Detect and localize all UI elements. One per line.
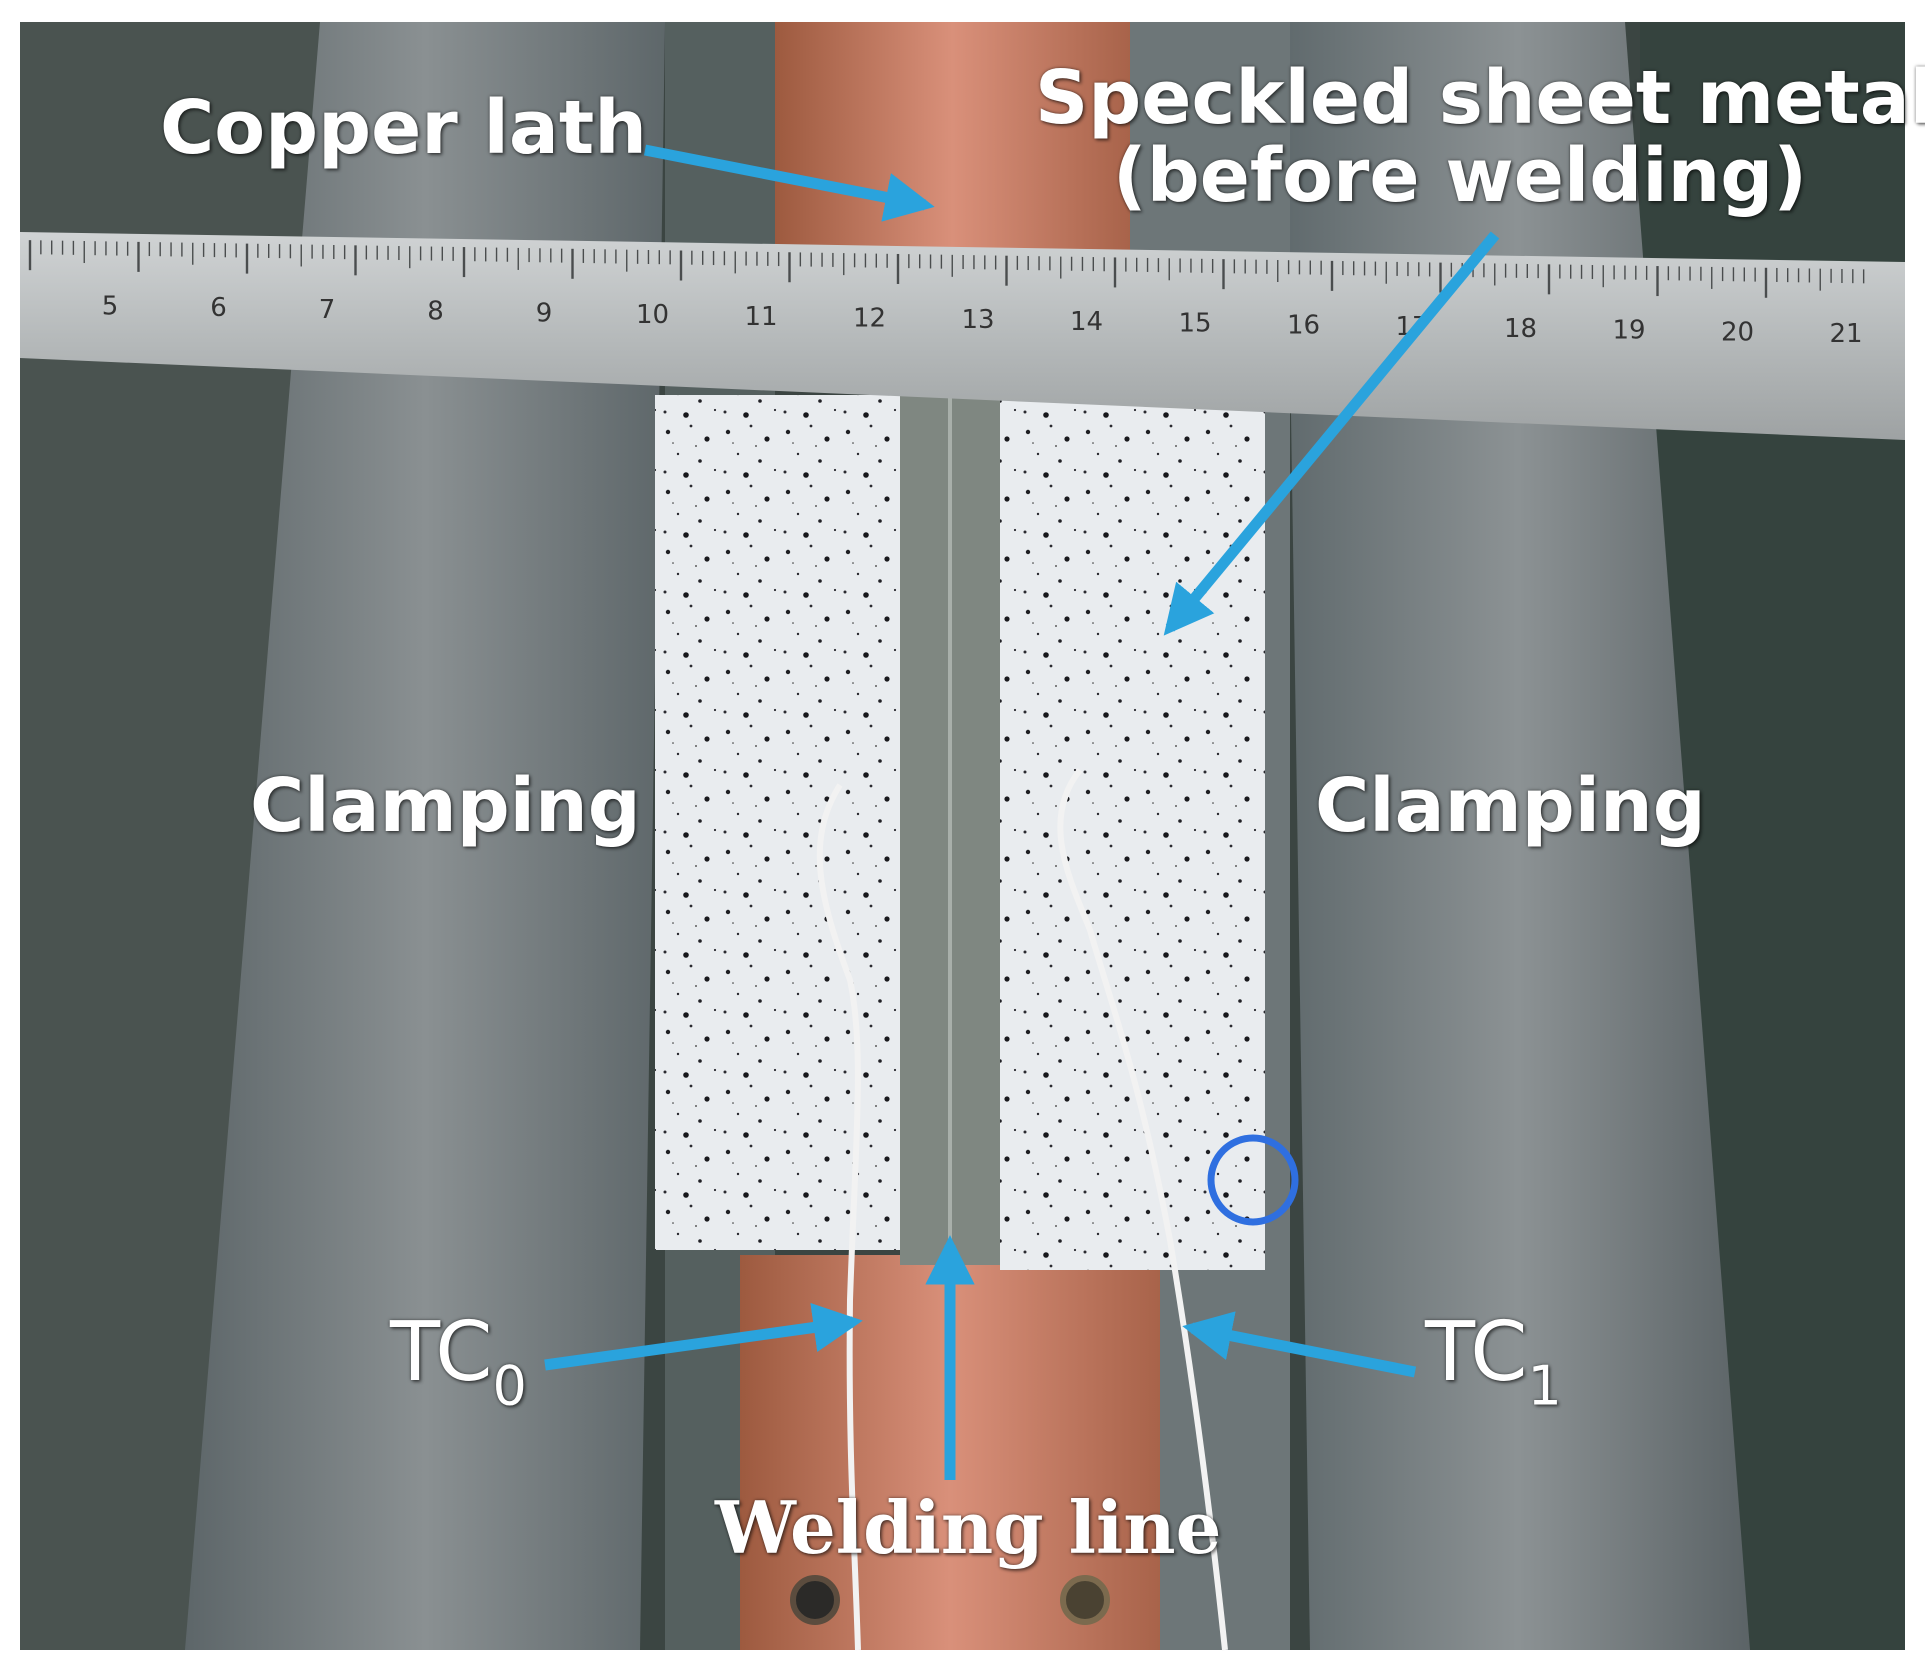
label-tc0: TC0 xyxy=(390,1309,527,1418)
label-tc0-sub: 0 xyxy=(492,1354,527,1418)
label-tc0-main: TC xyxy=(390,1305,493,1400)
left-clamping-bar xyxy=(185,22,665,1650)
ruler-number: 12 xyxy=(853,304,886,334)
label-speckled-sheet: Speckled sheet metal (before welding) xyxy=(1035,55,1925,219)
ruler-number: 14 xyxy=(1070,307,1103,337)
ruler-number: 21 xyxy=(1829,319,1862,349)
label-clamping-left: Clamping xyxy=(250,763,641,849)
blue-marker-circle xyxy=(1207,1134,1299,1226)
ruler-number: 16 xyxy=(1287,310,1320,340)
thermocouple-wire-tc0 xyxy=(816,783,861,1651)
copper-lath-top xyxy=(775,22,1130,252)
ruler-number: 19 xyxy=(1612,316,1645,346)
ruler-number: 9 xyxy=(536,298,553,328)
label-speckled-sheet-line2: (before welding) xyxy=(1112,132,1808,219)
ruler xyxy=(20,232,1905,440)
ruler-number: 11 xyxy=(744,302,777,332)
bolt-left xyxy=(790,1575,840,1625)
label-speckled-sheet-line1: Speckled sheet metal xyxy=(1035,55,1925,141)
ruler-number: 5 xyxy=(102,291,119,321)
thermocouple-wire-tc1 xyxy=(1057,768,1228,1651)
label-clamping-right: Clamping xyxy=(1315,763,1706,849)
ruler-number: 15 xyxy=(1178,309,1211,339)
ruler-number: 13 xyxy=(961,305,994,335)
right-clamping-bar xyxy=(1285,22,1750,1650)
label-tc1-main: TC xyxy=(1425,1305,1528,1400)
label-tc1: TC1 xyxy=(1425,1309,1562,1418)
arrow-speckled-sheet xyxy=(1163,231,1500,636)
speckled-sheet-right xyxy=(1000,395,1265,1270)
ruler-number: 18 xyxy=(1504,314,1537,344)
speckled-sheet-left xyxy=(655,395,900,1250)
ruler-number: 10 xyxy=(636,300,669,330)
label-copper-lath: Copper lath xyxy=(160,85,647,171)
arrow-tc0 xyxy=(544,1302,863,1371)
ruler-number: 6 xyxy=(210,293,227,323)
ruler-number: 7 xyxy=(319,295,336,325)
bolt-right xyxy=(1060,1575,1110,1625)
arrow-tc1 xyxy=(1182,1311,1417,1378)
ruler-number: 20 xyxy=(1721,317,1754,347)
ruler-number: 8 xyxy=(427,297,444,327)
label-tc1-sub: 1 xyxy=(1527,1354,1562,1418)
label-welding-line: Welding line xyxy=(715,1485,1222,1570)
arrow-copper-lath xyxy=(643,144,935,222)
